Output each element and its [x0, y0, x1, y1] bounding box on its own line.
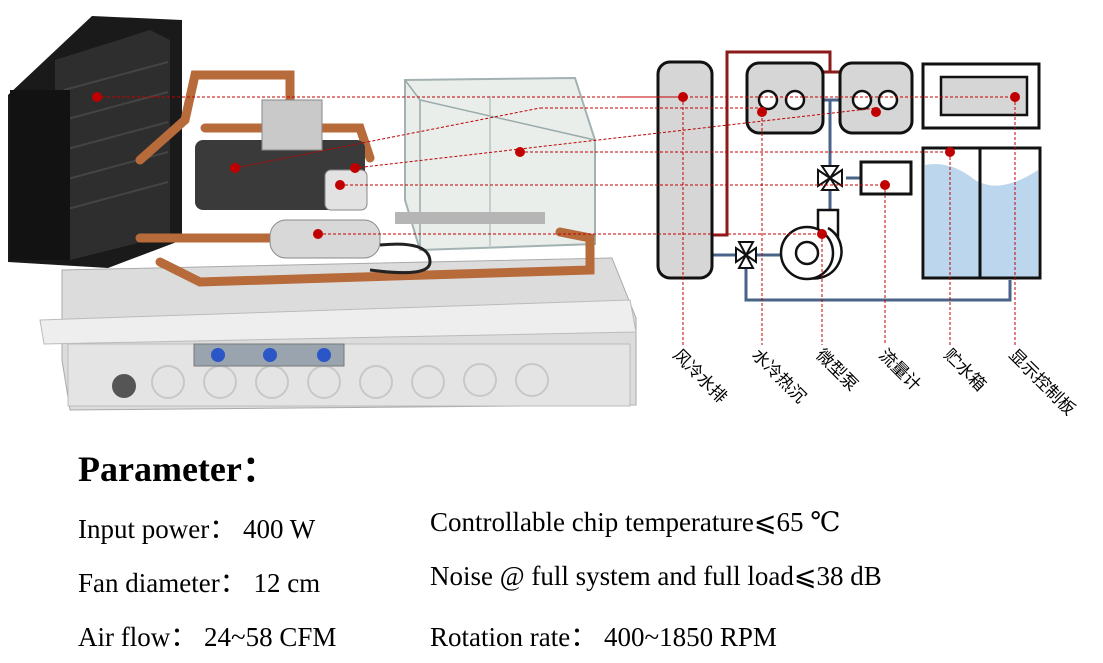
valve-top	[817, 165, 843, 191]
param-noise: Noise @ full system and full load⩽38 dB	[430, 561, 882, 591]
reservoir	[921, 146, 1042, 280]
parameter-title: Parameter：	[78, 449, 278, 489]
device-photo	[8, 16, 637, 411]
param-fan-diameter: Fan diameter： 12 cm	[78, 568, 321, 598]
param-chip-temperature: Controllable chip temperature⩽65 ℃	[430, 507, 841, 537]
label-flowmeter: 流量计	[874, 345, 924, 395]
label-cold-plate: 水冷热沉	[747, 345, 809, 407]
label-reservoir: 贮水箱	[939, 345, 989, 395]
param-input-power: Input power： 400 W	[78, 514, 316, 544]
pump-symbol	[779, 208, 843, 281]
param-air-flow: Air flow： 24~58 CFM	[78, 622, 337, 652]
valve-bottom	[735, 241, 757, 269]
cold-plate-right	[838, 61, 914, 135]
label-display: 显示控制板	[1004, 345, 1078, 419]
label-radiator: 风冷水排	[668, 345, 730, 407]
cooling-system-figure: 风冷水排 水冷热沉 微型泵 流量计 贮水箱 显示控制板	[8, 16, 1079, 420]
radiator-block	[656, 60, 714, 280]
param-rotation-rate: Rotation rate： 400~1850 RPM	[430, 622, 777, 652]
label-pump: 微型泵	[811, 345, 861, 395]
